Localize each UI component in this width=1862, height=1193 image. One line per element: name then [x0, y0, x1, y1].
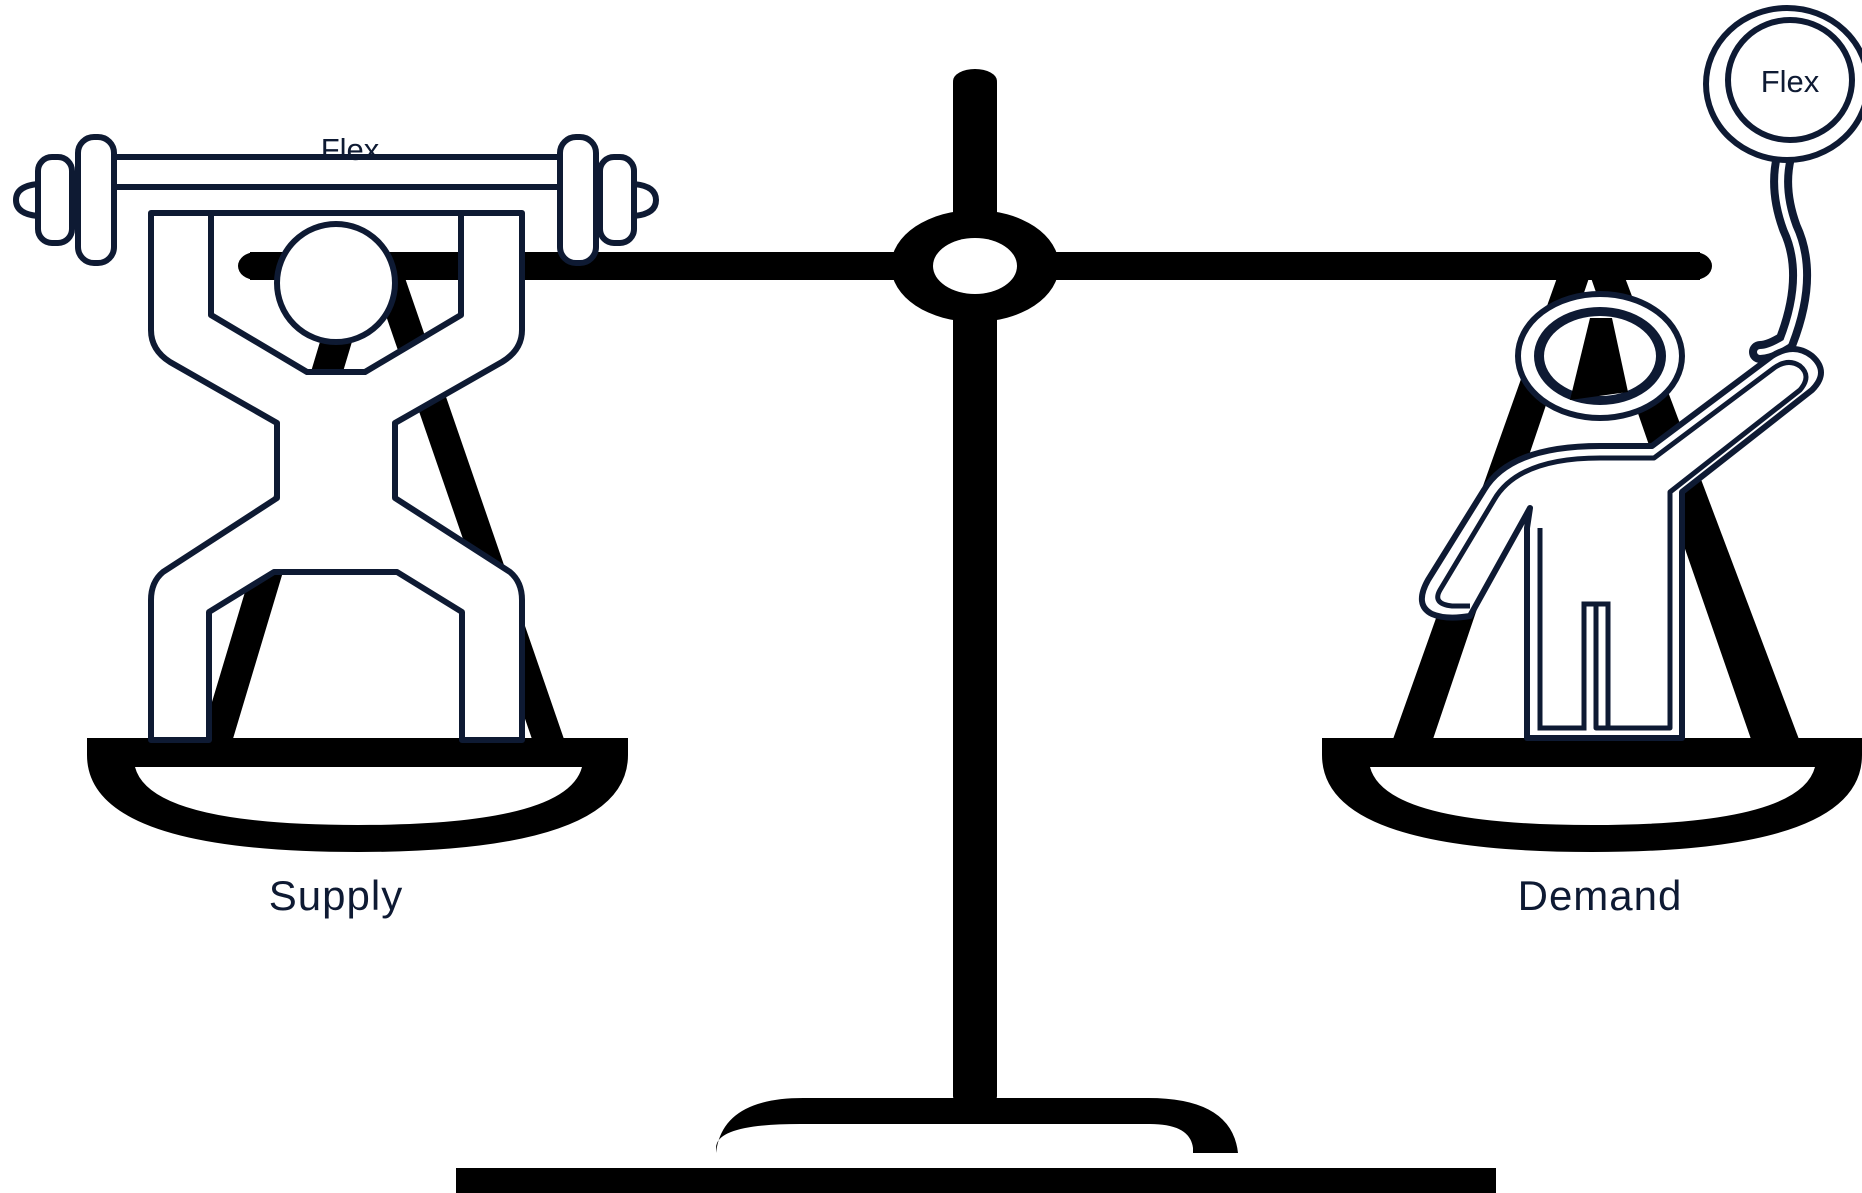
balloon-label: Flex: [1761, 64, 1820, 99]
balloon-inner: [1725, 17, 1855, 143]
left-pan: [87, 738, 628, 852]
scale-pole: [953, 77, 997, 1102]
scale-base: [456, 1168, 1496, 1193]
barbell-plate-left-outer: [35, 154, 75, 246]
weightlifter-head: [274, 221, 398, 345]
person-body: [1419, 346, 1824, 741]
right-pan: [1322, 738, 1862, 852]
scale-foot: [716, 1098, 1238, 1153]
barbell-plate-right-outer: [597, 154, 637, 246]
barbell-plate-left-inner: [75, 134, 117, 266]
weightlifter-body: [148, 210, 525, 743]
person-with-balloon-icon: Flex: [1419, 5, 1862, 741]
barbell-plate-right-inner: [557, 134, 599, 266]
demand-label: Demand: [1518, 872, 1683, 919]
supply-label: Supply: [269, 872, 403, 919]
barbell-label: Flex: [321, 132, 380, 167]
weightlifter-icon: Flex: [13, 132, 659, 743]
